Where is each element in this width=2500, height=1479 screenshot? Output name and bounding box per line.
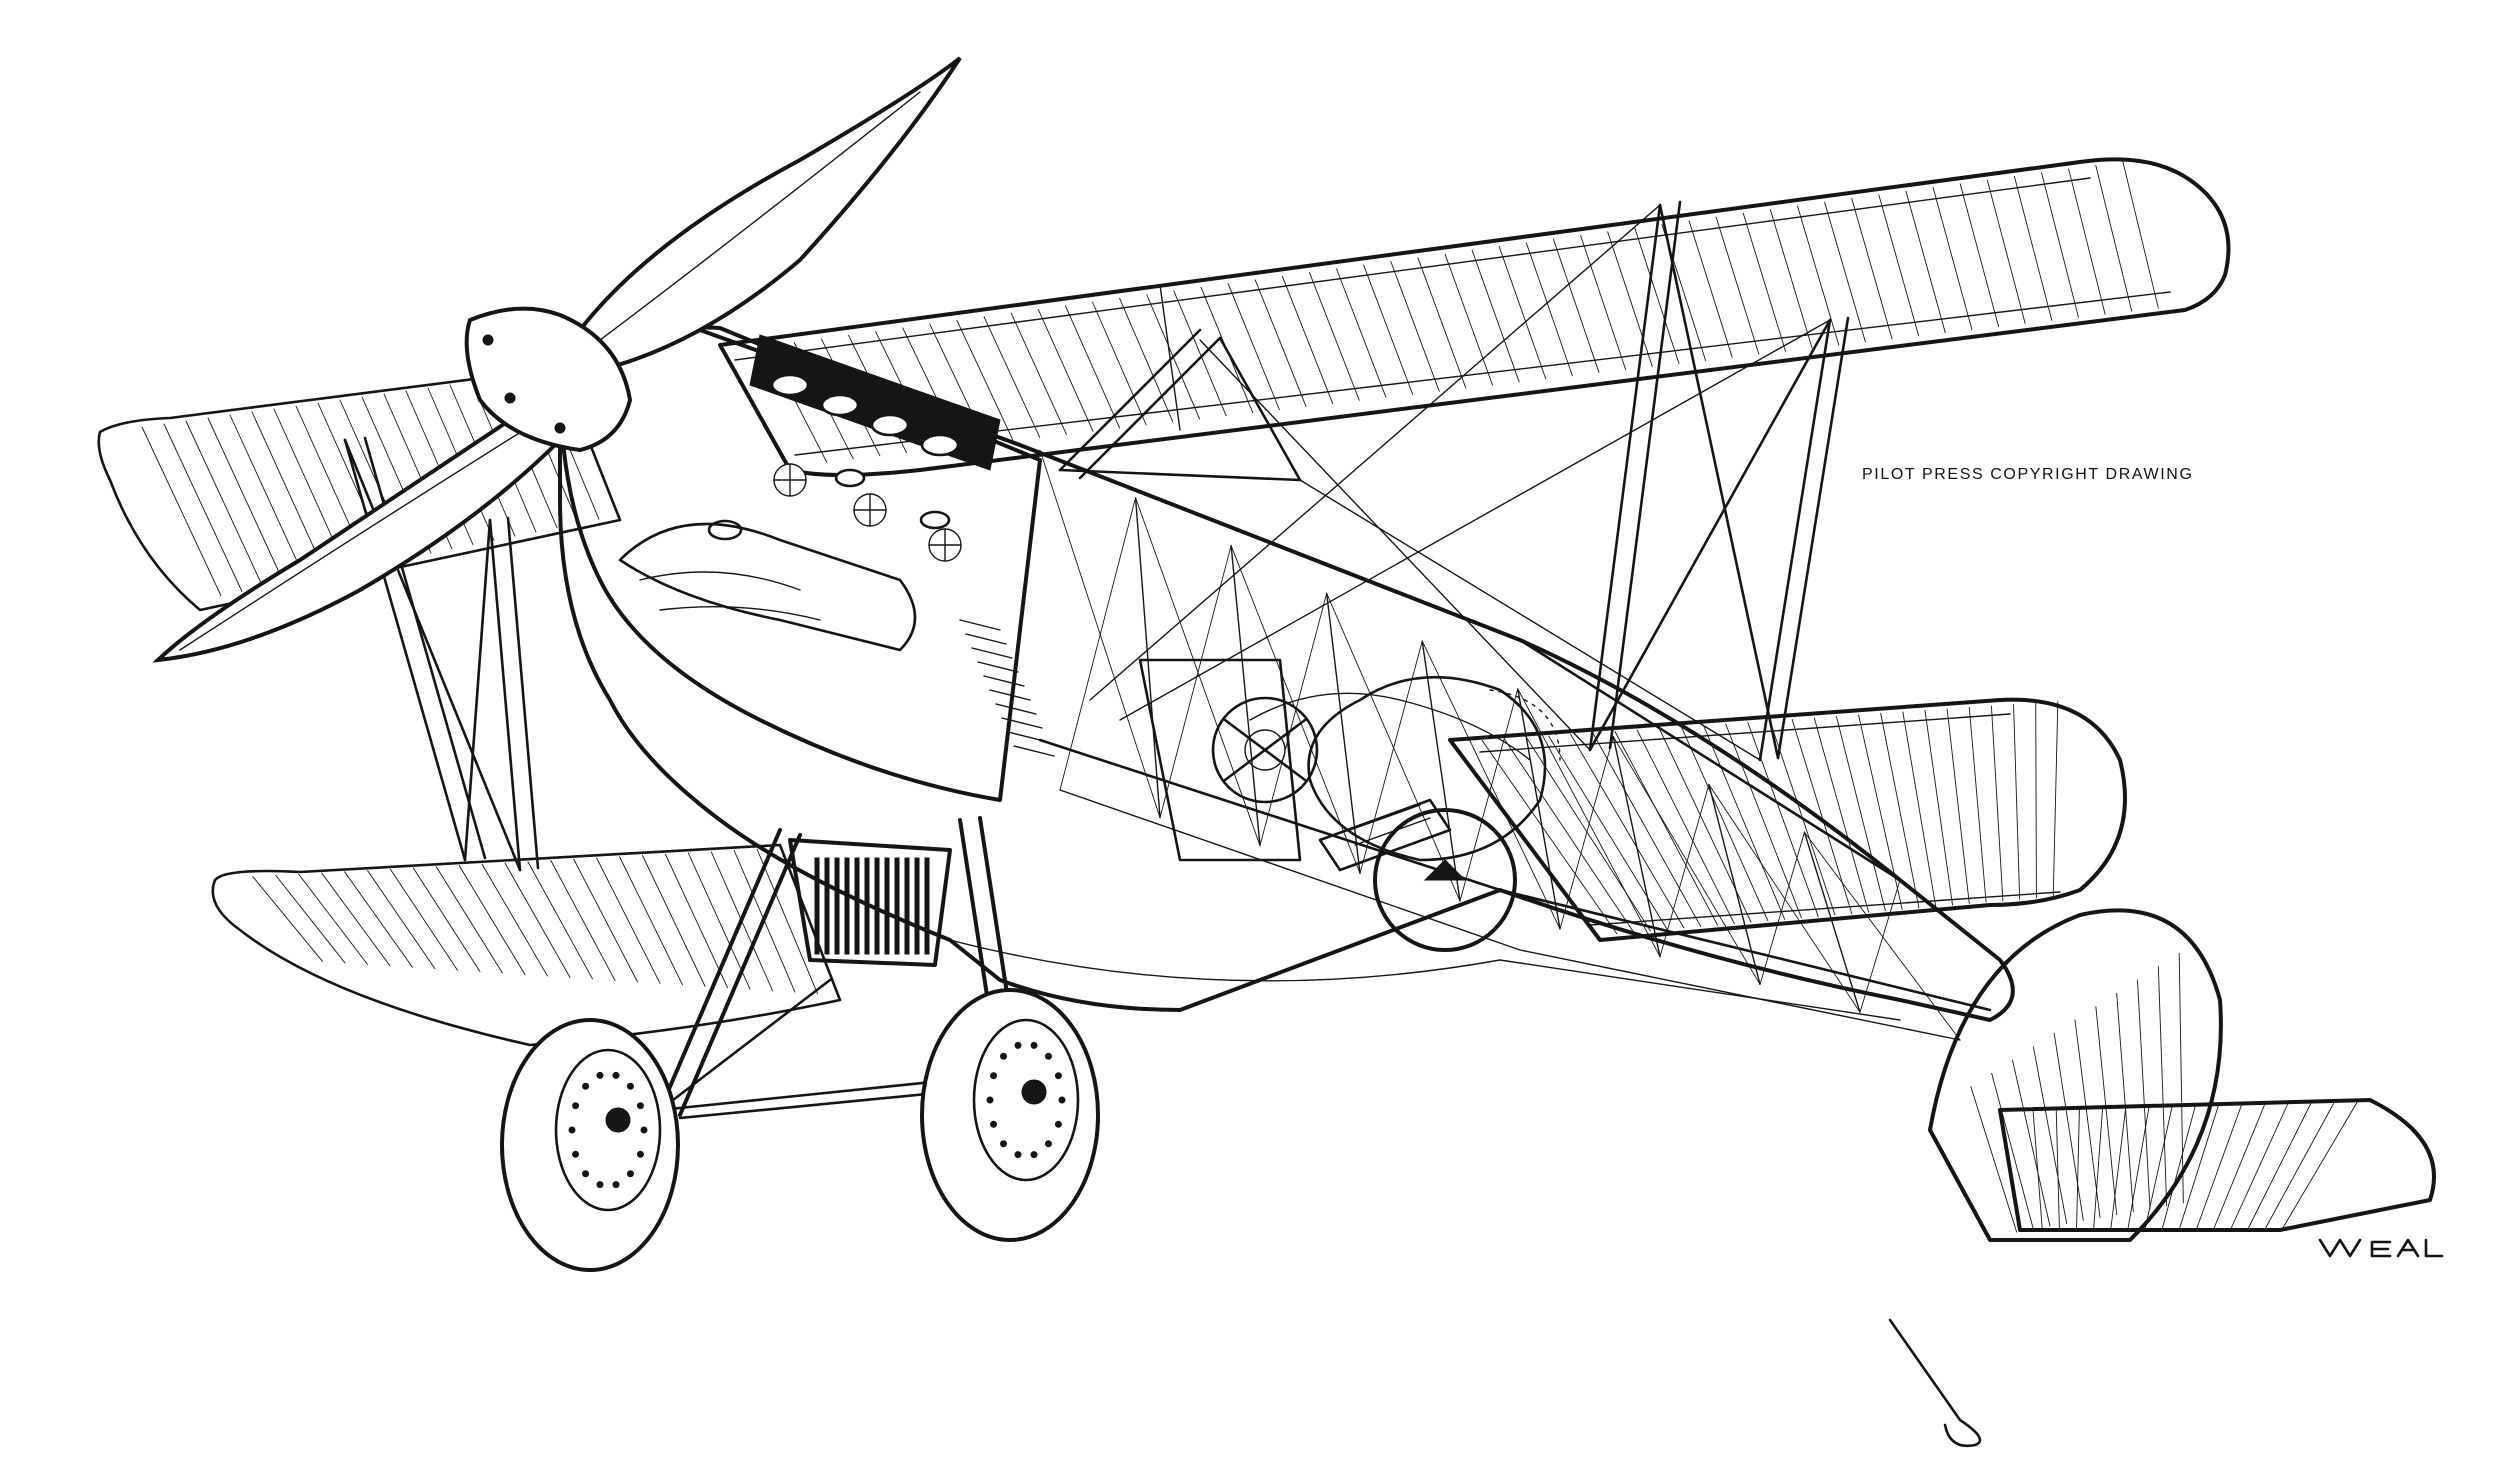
lower-right-wing-ribs [1481, 701, 2059, 935]
control-wheel [1211, 696, 1319, 804]
left-wheel [500, 1018, 680, 1272]
engine-cowling [558, 325, 1055, 802]
tailplane-ribs [2032, 1102, 2358, 1229]
spinner [464, 306, 633, 453]
copyright-caption: PILOT PRESS COPYRIGHT DRAWING [1862, 466, 2194, 483]
radiator-fins [814, 857, 930, 955]
upper-right-wing-ribs [766, 161, 2159, 463]
rear-fuselage-frame [1134, 497, 1861, 1013]
right-wheel [920, 988, 1100, 1242]
right-wheel-hub-bolts [986, 1041, 1066, 1159]
cockpit-internals [1138, 658, 1561, 952]
cowl-dark-panel [749, 334, 1001, 471]
radiator [788, 838, 952, 967]
cowl-exhaust-stubs [773, 463, 962, 562]
rear-fuselage-bracing [1039, 449, 1961, 1041]
left-wheel-hub-bolts [568, 1071, 648, 1189]
lower-left-wing [211, 843, 842, 1047]
machine-gun [1318, 798, 1452, 872]
propeller-blade-lower [152, 397, 563, 663]
tailplane [1888, 1098, 2436, 1448]
right-interplane-struts [1588, 200, 1850, 762]
fin-ribs [1970, 952, 2184, 1233]
lower-left-wing-ribs [252, 848, 818, 994]
tail-fin-rudder [1928, 908, 2223, 1242]
flying-wires [1089, 204, 1831, 761]
seat [1373, 808, 1517, 952]
cabane-struts [1058, 328, 1302, 482]
artist-signature [2318, 1238, 2444, 1258]
lower-right-wing [1448, 697, 2127, 942]
propeller [152, 56, 962, 663]
cowl-louvres [959, 619, 1055, 757]
fuselage [558, 326, 2015, 1041]
